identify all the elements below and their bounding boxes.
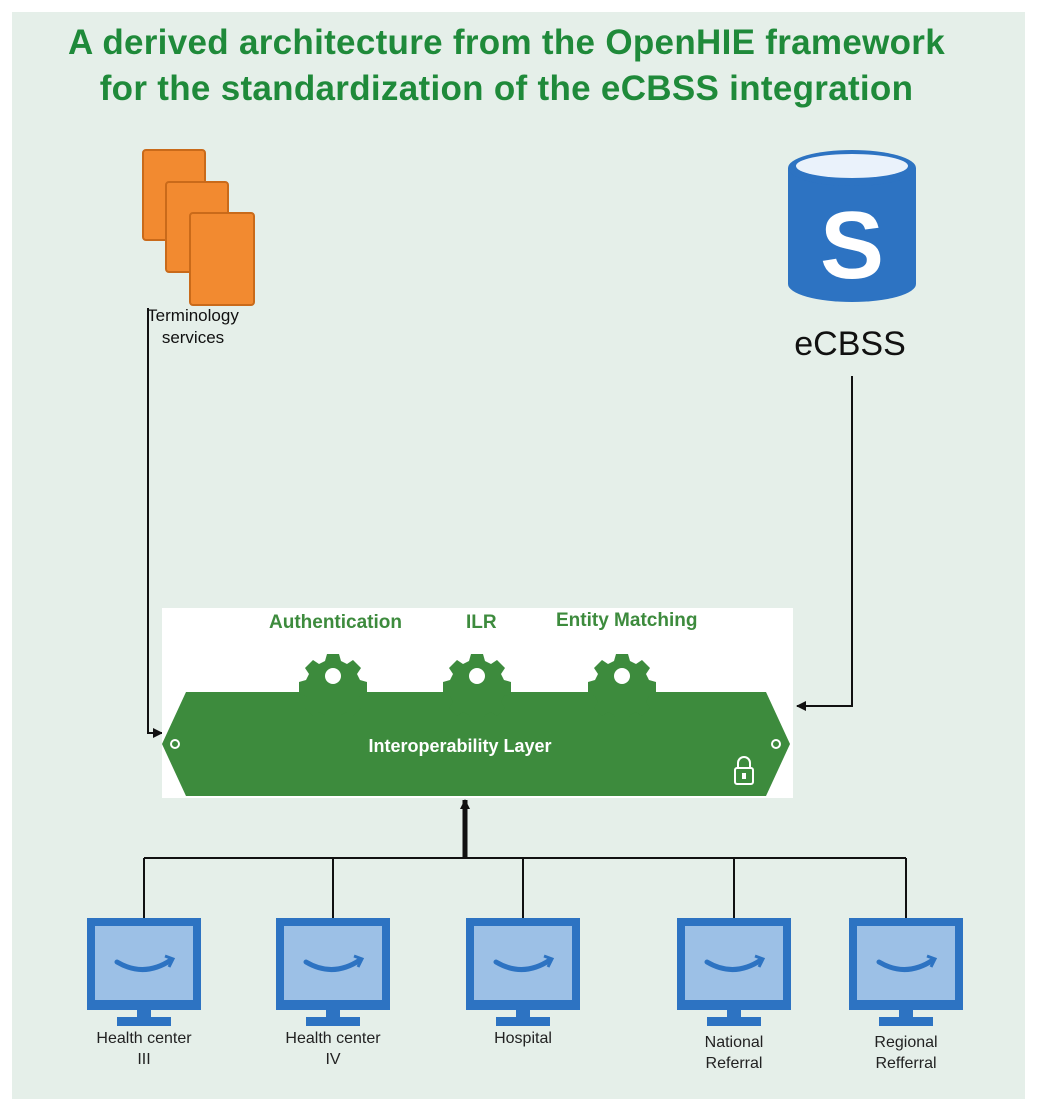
layer-port-left xyxy=(170,739,180,749)
facility-label: Hospital xyxy=(443,1028,603,1049)
terminology-services-label: Terminology services xyxy=(128,305,258,349)
facility-label: Health center III xyxy=(64,1028,224,1070)
facility-label-line-1: Regional xyxy=(874,1034,938,1051)
facility-label-line-2: Refferral xyxy=(875,1055,937,1072)
terminology-connector xyxy=(147,308,163,738)
monitor-icon xyxy=(466,918,580,1026)
facility-label-line-1: National xyxy=(704,1034,764,1051)
facility-label-line-2: IV xyxy=(325,1051,341,1068)
facility-label-line-2: Referral xyxy=(705,1055,763,1072)
monitor-icon xyxy=(677,918,791,1026)
stacked-documents-icon xyxy=(142,149,255,306)
lock-icon xyxy=(734,756,754,785)
ilr-label: ILR xyxy=(466,612,497,633)
facility-label-line-1: Hospital xyxy=(494,1030,552,1047)
monitor-icon xyxy=(849,918,963,1026)
ecbss-label: eCBSS xyxy=(794,325,906,363)
gear-icon xyxy=(588,654,656,722)
title-line-2: for the standardization of the eCBSS int… xyxy=(99,69,914,108)
gear-icon xyxy=(443,654,511,722)
facility-label-line-1: Health center xyxy=(285,1030,381,1047)
entity-matching-label: Entity Matching xyxy=(556,610,698,631)
authentication-label: Authentication xyxy=(269,612,402,633)
terminology-label-line-2: services xyxy=(161,328,225,347)
facility-label-line-2: III xyxy=(137,1051,151,1068)
facility-label: Regional Refferral xyxy=(826,1032,986,1074)
layer-port-right xyxy=(771,739,781,749)
ecbss-connector xyxy=(796,376,853,711)
facility-label: Health center IV xyxy=(253,1028,413,1070)
interoperability-layer-bar xyxy=(162,692,790,796)
database-glyph: S xyxy=(820,192,884,299)
database-icon: S xyxy=(788,150,916,302)
interoperability-layer-label: Interoperability Layer xyxy=(368,736,552,756)
gear-icon xyxy=(299,654,367,722)
facility-label: National Referral xyxy=(654,1032,814,1074)
monitor-icon xyxy=(276,918,390,1026)
title-line-1: A derived architecture from the OpenHIE … xyxy=(68,23,945,62)
terminology-label-line-1: Terminology xyxy=(147,306,239,325)
page-title: A derived architecture from the OpenHIE … xyxy=(0,20,1013,112)
monitor-icon xyxy=(87,918,201,1026)
facility-label-line-1: Health center xyxy=(96,1030,192,1047)
